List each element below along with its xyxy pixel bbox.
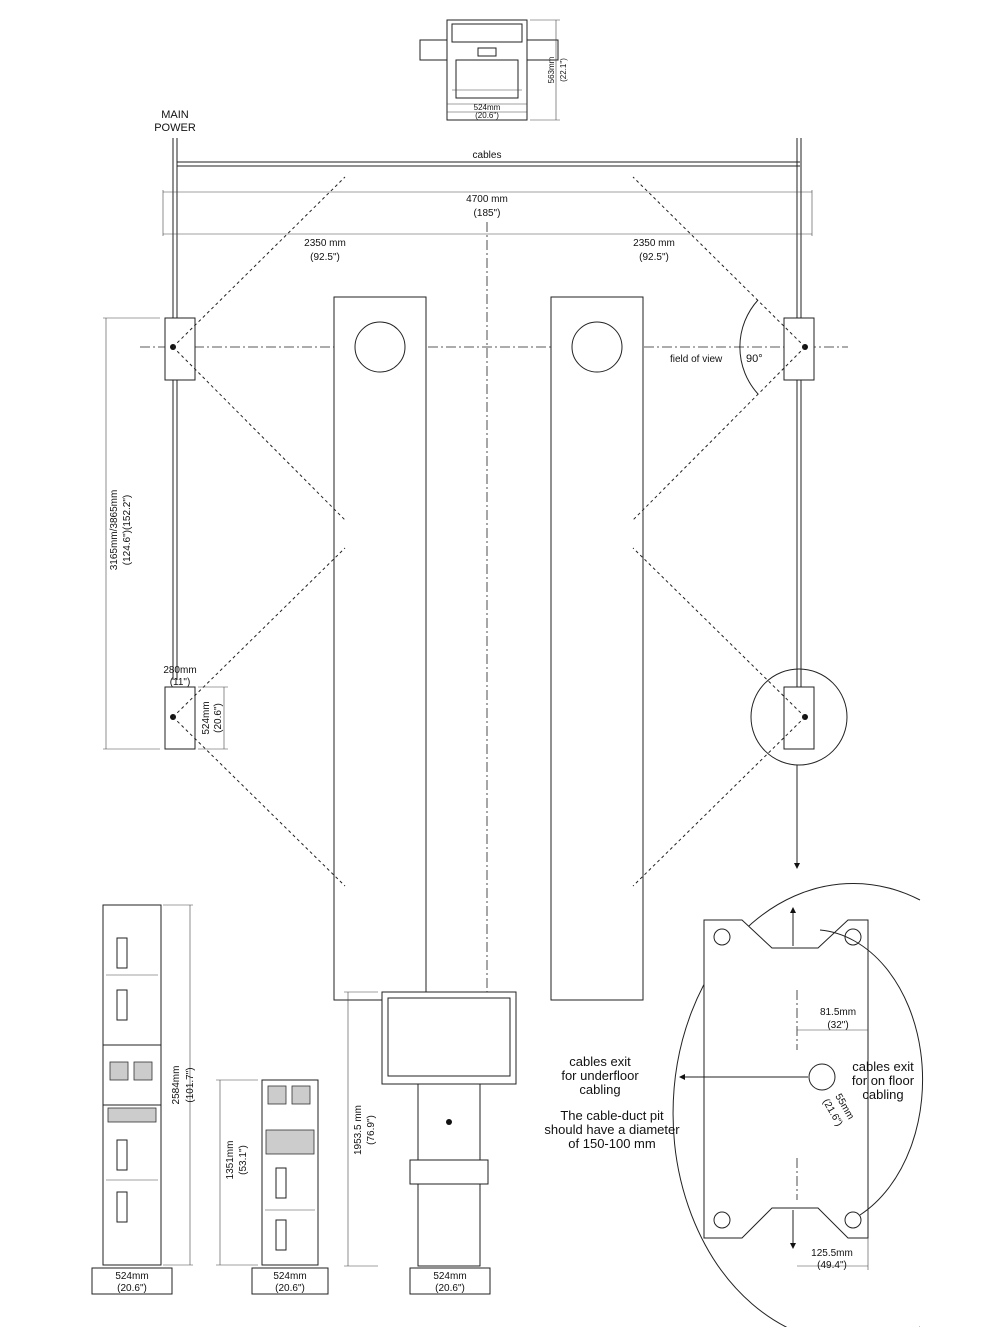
cables-label: cables <box>473 150 502 161</box>
cables-exit-onfloor-3: cabling <box>862 1087 903 1102</box>
tall-height-in: (101.7") <box>185 1067 196 1102</box>
tall-height-mm: 2584mm <box>171 1066 182 1105</box>
main-power-label: MAIN <box>161 109 189 121</box>
half-width-left-in: (92.5") <box>310 252 340 263</box>
cables-exit-underfloor-2: for underfloor <box>561 1068 639 1083</box>
cables-exit-onfloor-1: cables exit <box>852 1059 914 1074</box>
short-base-mm: 524mm <box>273 1271 306 1282</box>
pit-note-2: should have a diameter <box>544 1122 680 1137</box>
monitor-height-mm: 1953.5 mm <box>353 1105 364 1155</box>
unit-depth-mm: 280mm <box>163 665 196 676</box>
short-base-in: (20.6") <box>275 1283 305 1294</box>
short-height-in: (53.1") <box>238 1145 249 1175</box>
cables-exit-onfloor-2: for on floor <box>852 1073 915 1088</box>
main-power-label-2: POWER <box>154 122 196 134</box>
sensor-units <box>164 317 848 869</box>
unit-width-mm: 524mm <box>201 701 212 734</box>
half-width-right-in: (92.5") <box>639 252 669 263</box>
total-width-mm: 4700 mm <box>466 194 508 205</box>
pit-note-3: of 150-100 mm <box>568 1136 655 1151</box>
top-width-mm: 524mm <box>474 103 501 112</box>
tall-base-mm: 524mm <box>115 1271 148 1282</box>
top-depth-in: (22.1") <box>559 58 568 82</box>
pit-note-1: The cable-duct pit <box>560 1108 664 1123</box>
tall-column-unit: 2584mm (101.7") 524mm (20.6") <box>91 904 196 1295</box>
lanes <box>333 296 644 1001</box>
angle-label: 90° <box>746 353 763 365</box>
unit-top-view: 524mm (20.6") 563mm (22.1") <box>419 19 568 121</box>
half-width-right-mm: 2350 mm <box>633 238 675 249</box>
total-width-in: (185") <box>474 208 501 219</box>
monitor-base-mm: 524mm <box>433 1271 466 1282</box>
field-of-view-lines <box>172 176 806 887</box>
monitor-height-in: (76.9") <box>366 1115 377 1145</box>
field-of-view-label: field of view <box>670 354 723 365</box>
unit-width-in: (20.6") <box>213 703 224 733</box>
monitor-stand: 1953.5 mm (76.9") 524mm (20.6") <box>344 991 517 1295</box>
tall-base-in: (20.6") <box>117 1283 147 1294</box>
side-distance-mm: 3165mm/3865mm <box>109 490 120 571</box>
top-width-in: (20.6") <box>475 111 499 120</box>
side-distance-dimension: 3165mm/3865mm (124.6")(152.2") 280mm (11… <box>103 317 228 750</box>
cable-layout: MAIN POWER cables 4700 mm (185") 2350 mm… <box>140 109 848 1030</box>
side-distance-in: (124.6")(152.2") <box>122 495 133 565</box>
cables-exit-underfloor-3: cabling <box>579 1082 620 1097</box>
detail-offset-in: (32") <box>827 1020 848 1031</box>
detail-view: 81.5mm (32") cables exit for underfloor … <box>544 883 924 1327</box>
cables-exit-underfloor-1: cables exit <box>569 1054 631 1069</box>
short-height-mm: 1351mm <box>225 1141 236 1180</box>
short-column-unit: 1351mm (53.1") 524mm (20.6") <box>216 1079 329 1295</box>
top-depth-mm: 563mm <box>547 56 556 83</box>
monitor-base-in: (20.6") <box>435 1283 465 1294</box>
detail-bottom-mm: 125.5mm <box>811 1248 853 1259</box>
half-width-left-mm: 2350 mm <box>304 238 346 249</box>
unit-depth-in: (11") <box>170 677 191 688</box>
detail-offset-mm: 81.5mm <box>820 1007 856 1018</box>
detail-bottom-in: (49.4") <box>817 1260 847 1271</box>
